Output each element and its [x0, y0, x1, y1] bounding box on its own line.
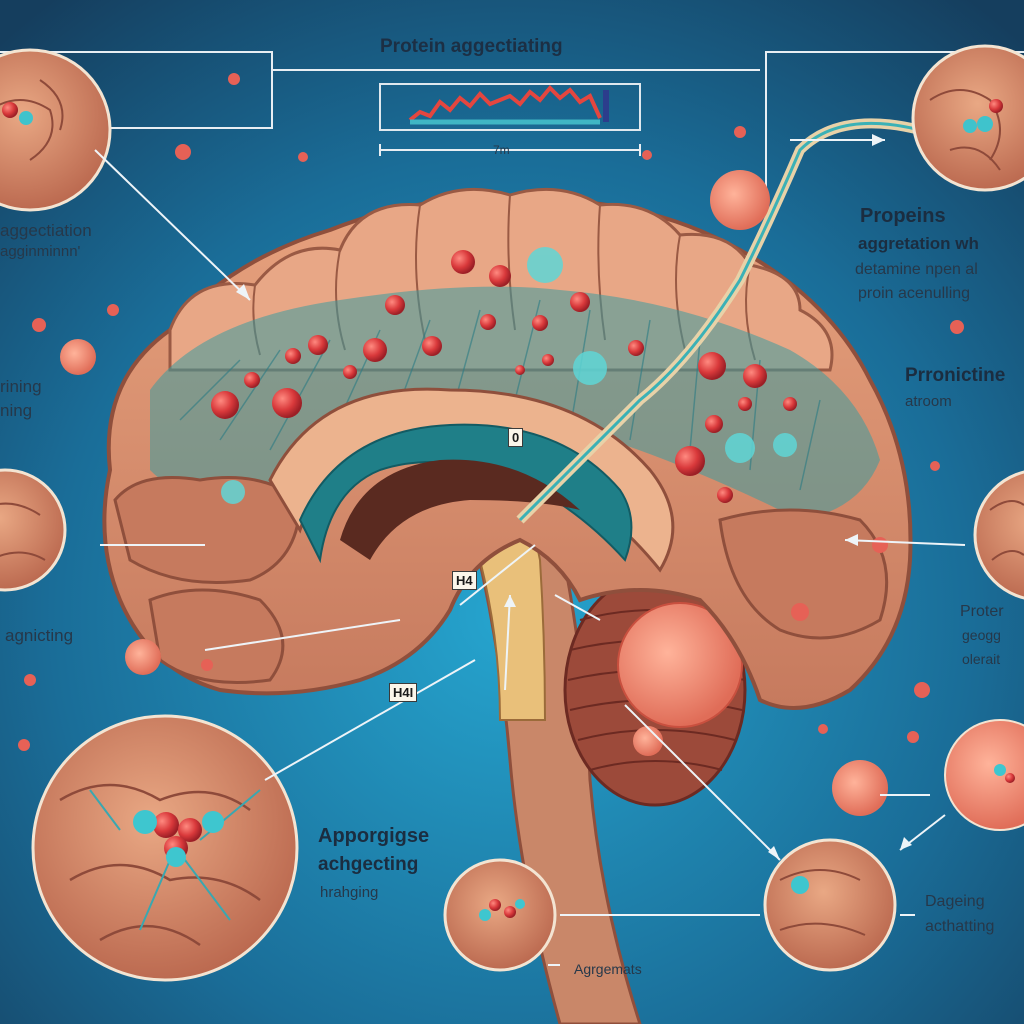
spectrum-plot [408, 85, 609, 125]
ventricle-inner [340, 459, 580, 560]
magnifier-left-mid [0, 468, 67, 592]
small-dots [18, 73, 964, 751]
lower-folds [113, 476, 889, 684]
tag-mid: H4 [452, 571, 477, 590]
label-left-3: agnicting [5, 626, 74, 645]
label-right-2b: atroom [905, 393, 952, 410]
axon-core [518, 121, 921, 522]
tag-low: H4I [389, 683, 418, 702]
spectrum-box [379, 83, 641, 131]
magnifier-right-mid [973, 470, 1024, 600]
label-right-3a: Proter [960, 603, 1004, 620]
scale-label: 7m [493, 143, 510, 157]
title-frame-right [765, 51, 1024, 190]
label-right-1b: aggretation wh [858, 234, 979, 253]
arrowheads [236, 134, 912, 860]
cyan-aggregates [221, 247, 797, 504]
magnifier-top-left [0, 48, 112, 212]
label-right-3b: geogg [962, 627, 1001, 643]
label-right-3c: olerait [962, 651, 1001, 667]
magnifier-top-right [911, 44, 1024, 192]
ventricle [298, 423, 633, 564]
label-bottom-2: Agrgemats [574, 961, 642, 977]
diagram-title: Protein aggectiating [380, 36, 563, 57]
label-bottom-1b: achgecting [318, 854, 419, 875]
label-left-1a: aggectiation [0, 221, 92, 240]
label-left-1b: agginminnn' [0, 243, 81, 260]
magnifier-bottom-center [443, 858, 557, 972]
magnifier-bottom-right [763, 838, 897, 972]
label-right-2a: Prronictine [905, 365, 1006, 386]
title-frame-left [0, 51, 273, 129]
label-bottom-1a: Apporgigse [318, 825, 430, 847]
magnifier-right-lower [944, 719, 1024, 831]
scale-bar [379, 144, 641, 156]
red-protein-spheres [211, 250, 797, 503]
pointer-lines [94, 139, 966, 966]
floating-particles [60, 170, 888, 816]
label-left-2a: rining [0, 377, 42, 396]
magnifier-bottom-left [31, 714, 299, 982]
label-right-1d: proin acenulling [858, 285, 971, 302]
label-bottom-3a: Dageing [925, 893, 985, 910]
label-bottom-1c: hrahging [320, 884, 379, 901]
label-bottom-3b: acthatting [925, 918, 995, 935]
label-left-2b: ning [0, 401, 33, 420]
tag-top: 0 [508, 428, 524, 447]
large-aggregate [617, 602, 743, 728]
fiber-strands [179, 299, 821, 491]
label-right-1a: Propeins [860, 205, 946, 227]
label-right-1c: detamine npen al [855, 261, 978, 278]
